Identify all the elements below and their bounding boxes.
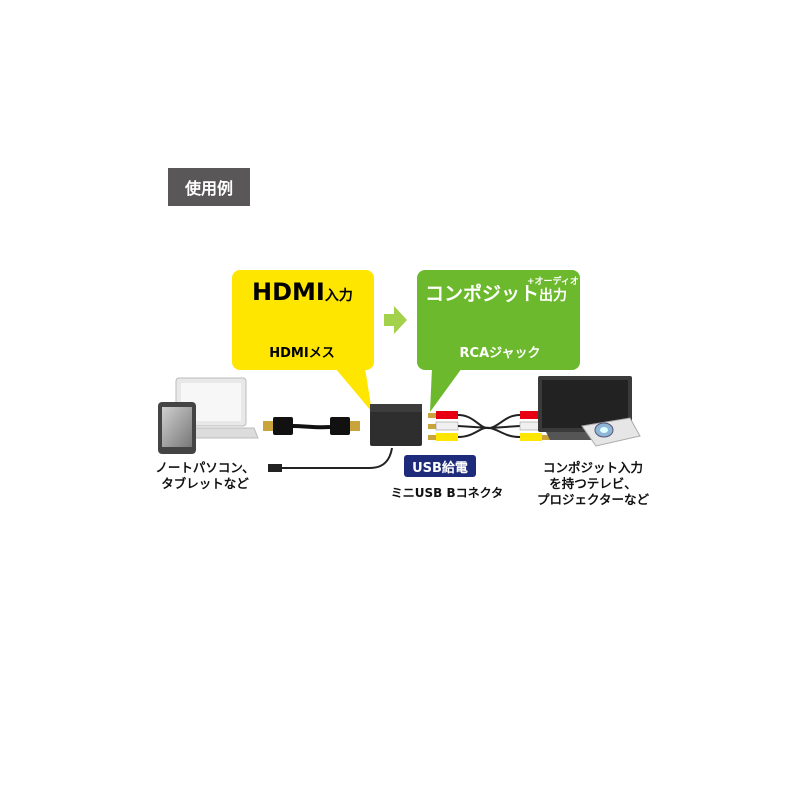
yellow-bubble-tail [335,368,372,412]
display-device-caption-line: コンポジット入力 [542,460,643,475]
usb-power-badge: USB給電 [404,455,476,477]
display-device-caption-line: を持つテレビ、 [549,476,637,491]
converter-box [370,404,422,446]
hdmi-cable [263,417,360,435]
source-device-caption-line: ノートパソコン、 [155,460,255,475]
composite-output-bubble [417,270,580,370]
rca-cable [428,411,550,441]
television-icon [538,376,632,440]
source-device-caption: ノートパソコン、 タブレットなど [140,460,270,492]
arrow-right-icon [384,306,407,334]
projector-icon [581,417,641,447]
mini-usb-caption: ミニUSB Bコネクタ [390,486,504,500]
source-device-caption-line: タブレットなど [161,476,249,491]
composite-output-title-sub: 出力 [539,288,568,304]
audio-superscript: +オーディオ [527,277,579,287]
hdmi-input-title-main: HDMI [252,278,325,306]
tablet-icon [158,402,196,454]
rca-jack-label: RCAジャック [459,346,541,361]
composite-output-title: コンポジット出力 [425,282,567,308]
hdmi-input-title: HDMI入力 [252,278,353,310]
section-heading: 使用例 [168,168,250,206]
green-bubble-tail [430,368,462,412]
display-device-caption: コンポジット入力 を持つテレビ、 プロジェクターなど [528,460,658,508]
hdmi-input-bubble [232,270,374,370]
hdmi-input-title-sub: 入力 [324,288,353,304]
hdmi-female-label: HDMIメス [269,346,335,361]
display-device-caption-line: プロジェクターなど [536,492,649,507]
usb-cable [268,447,393,472]
composite-output-title-main: コンポジット [425,283,540,305]
